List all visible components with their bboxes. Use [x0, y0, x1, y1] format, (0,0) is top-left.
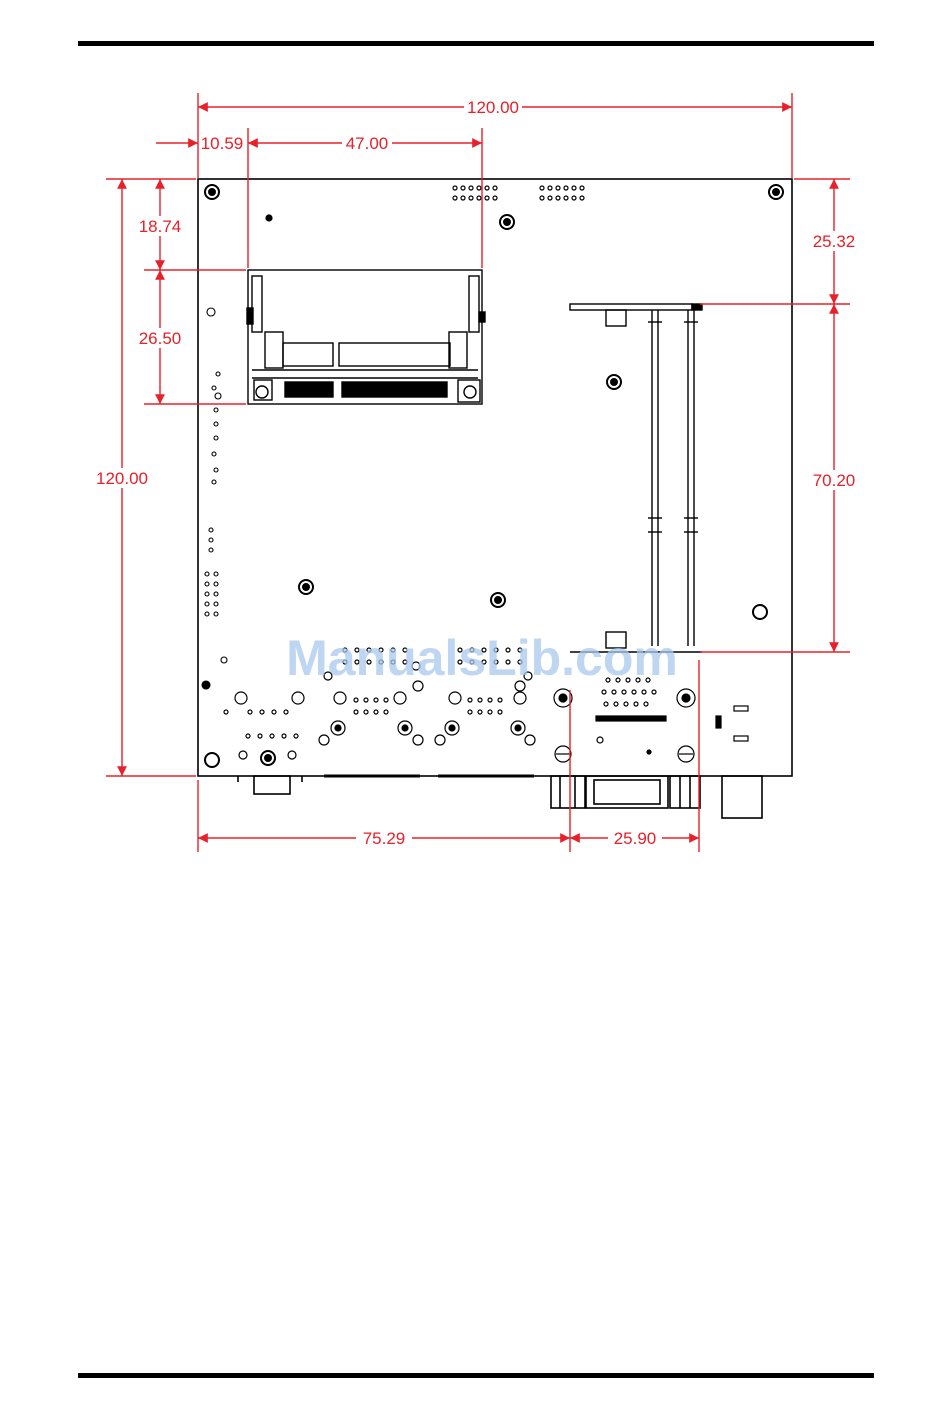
sodimm-socket — [570, 304, 702, 652]
dim-cf-height: 26.50 — [139, 329, 182, 348]
compactflash-socket — [247, 270, 485, 404]
dim-width-total: 120.00 — [467, 98, 519, 117]
left-edge-vias — [202, 308, 227, 689]
rear-edge-connectors — [238, 776, 762, 818]
dim-cf-offset-left: 10.59 — [201, 134, 244, 153]
dim-sodimm-length: 70.20 — [813, 471, 856, 490]
watermark: ManualsLib.com — [286, 630, 678, 686]
dim-height-total: 120.00 — [96, 469, 148, 488]
dim-cf-offset-top: 18.74 — [139, 217, 182, 236]
dim-io-offset-left: 75.29 — [363, 829, 406, 848]
top-header-pins — [266, 186, 584, 221]
dim-io-width: 25.90 — [614, 829, 657, 848]
board-outline — [198, 179, 792, 776]
dim-sodimm-offset-top: 25.32 — [813, 232, 856, 251]
dimension-lines — [106, 93, 850, 852]
dim-cf-width: 47.00 — [346, 134, 389, 153]
